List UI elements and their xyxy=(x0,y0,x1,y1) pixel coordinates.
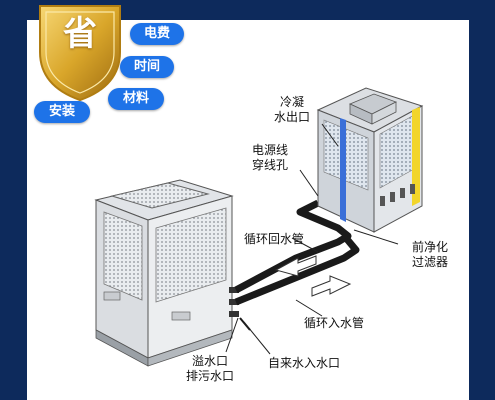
leader-lines xyxy=(225,123,399,355)
pill-install: 安装 xyxy=(34,101,90,123)
pill-time: 时间 xyxy=(120,56,174,78)
gold-shield-badge-icon xyxy=(39,5,121,102)
label-tap-inlet: 自来水入水口 xyxy=(267,356,340,370)
outdoor-heat-pump-unit xyxy=(94,179,239,367)
label-inlet-pipe: 循环入水管 xyxy=(303,316,364,330)
pill-electricity: 电费 xyxy=(130,23,184,45)
return-flow-arrow-icon xyxy=(274,255,317,277)
label-return-pipe: 循环回水管 xyxy=(243,232,304,246)
label-cold-outlet: 冷凝 水出口 xyxy=(273,95,310,124)
inlet-flow-arrow-icon xyxy=(311,275,352,297)
label-overflow: 溢水口 排污水口 xyxy=(185,354,234,383)
label-prefilter: 前净化 过滤器 xyxy=(411,240,448,269)
label-power-hole: 电源线 穿线孔 xyxy=(251,143,288,172)
indoor-water-tank-unit xyxy=(316,87,424,233)
pill-materials: 材料 xyxy=(108,88,164,110)
badge-char: 省 xyxy=(63,14,97,54)
